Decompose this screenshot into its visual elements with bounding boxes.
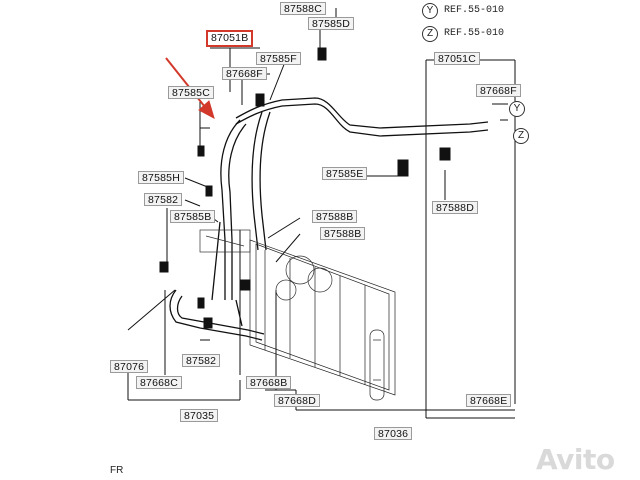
reference-y-circle: Y bbox=[422, 3, 438, 19]
part-label-87585f: 87585F bbox=[256, 52, 301, 65]
part-label-87585h: 87585H bbox=[138, 171, 184, 184]
part-label-87668e: 87668E bbox=[466, 394, 512, 407]
part-label-87668d: 87668D bbox=[274, 394, 320, 407]
reference-y-text: REF.55-010 bbox=[444, 5, 505, 16]
part-label-87585d: 87585D bbox=[308, 17, 354, 30]
part-label-87588d: 87588D bbox=[432, 201, 478, 214]
part-label-87588c: 87588C bbox=[280, 2, 326, 15]
part-label-87585b: 87585B bbox=[170, 210, 216, 223]
part-label-87051b: 87051B bbox=[206, 30, 254, 47]
part-label-87668f-right: 87668F bbox=[476, 84, 521, 97]
avito-watermark: Avito bbox=[536, 443, 615, 476]
part-label-87051c: 87051C bbox=[434, 52, 480, 65]
part-label-87036: 87036 bbox=[374, 427, 413, 440]
corner-text-fr: FR bbox=[110, 465, 124, 476]
part-label-87668c: 87668C bbox=[136, 376, 182, 389]
part-label-87585c: 87585C bbox=[168, 86, 214, 99]
reference-z-text: REF.55-010 bbox=[444, 28, 505, 39]
part-label-87668b: 87668B bbox=[246, 376, 292, 389]
part-label-87585e: 87585E bbox=[322, 167, 368, 180]
callout-y: Y bbox=[509, 101, 525, 117]
part-label-87582-bottom: 87582 bbox=[182, 354, 221, 367]
part-label-87588b-2: 87588B bbox=[320, 227, 366, 240]
reference-z-circle: Z bbox=[422, 26, 438, 42]
part-label-87668f-left: 87668F bbox=[222, 67, 267, 80]
callout-z: Z bbox=[513, 128, 529, 144]
part-label-87588b-1: 87588B bbox=[312, 210, 358, 223]
part-label-87035: 87035 bbox=[180, 409, 219, 422]
part-label-87582-top: 87582 bbox=[144, 193, 183, 206]
part-label-87076: 87076 bbox=[110, 360, 149, 373]
